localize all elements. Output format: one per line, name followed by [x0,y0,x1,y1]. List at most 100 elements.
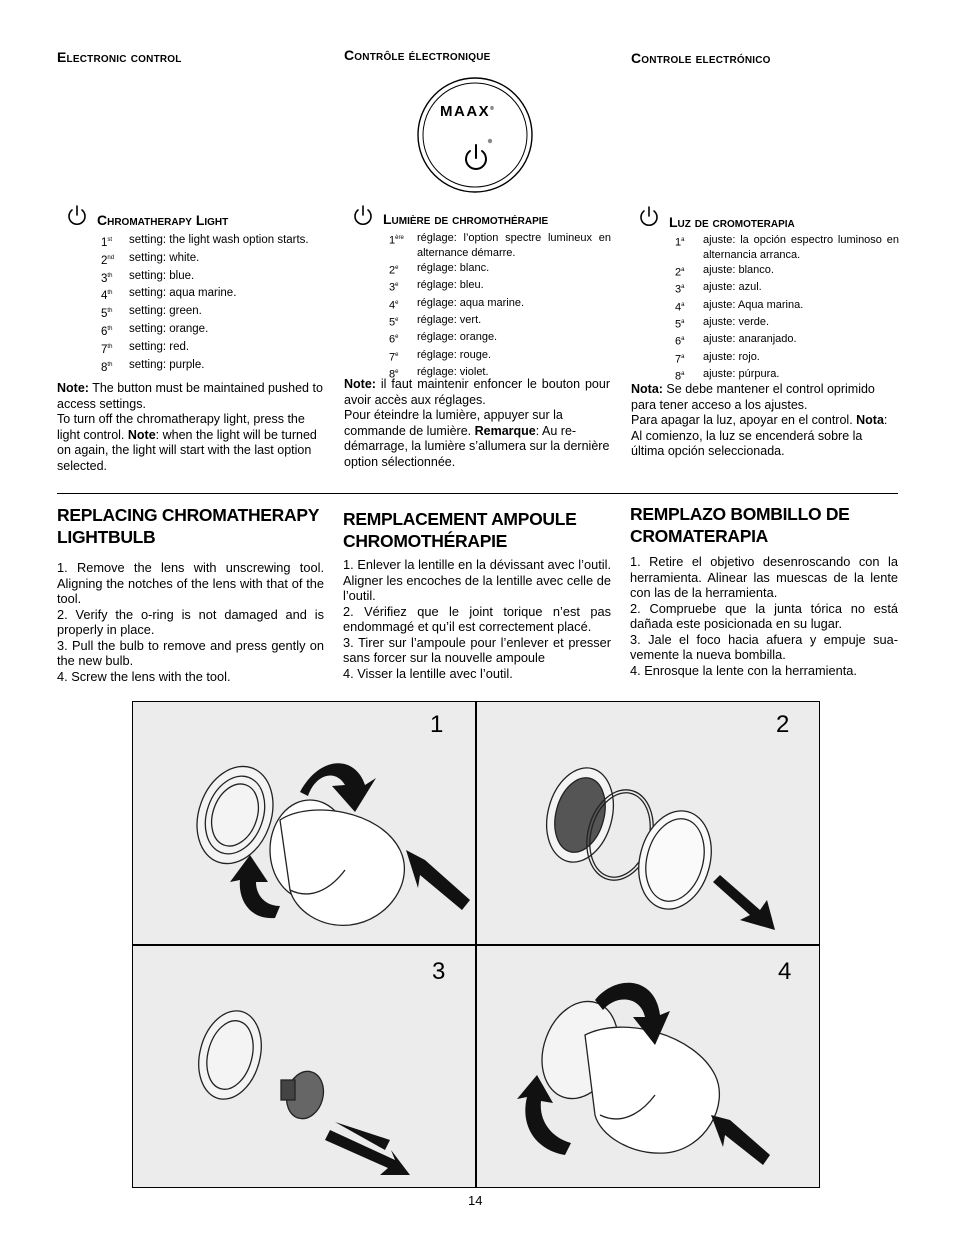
setting-item: 8th setting: purple. [101,358,323,376]
setting-item: 7e réglage: rouge. [389,348,611,365]
setting-text: ajuste: azul. [703,281,762,294]
setting-text: ajuste: Aqua marina. [703,298,804,311]
setting-text: ajuste: anaranjado. [703,333,797,346]
setting-item: 1st setting: the light wash option starts… [101,233,323,251]
setting-text: réglage: l’option spectre lumineux en al… [417,232,611,259]
setting-item: 6a ajuste: anaranjado. [675,332,899,349]
power-icon [638,205,660,227]
setting-number: 5e [389,316,399,329]
replacing-title-fr: REMPLACEMENT AMPOULE CHROMOTHÉRAPIE [343,509,577,551]
setting-item: 3th setting: blue. [101,269,323,287]
step-item: 3. Tirer sur l’ampoule pour l’enlever et… [343,634,611,666]
header-electronic-control-en: Electronic control [57,49,182,65]
header-electronic-control-fr: Contrôle électronique [344,47,491,63]
setting-text: réglage: aqua marine. [417,296,525,309]
setting-text: réglage: blanc. [417,261,490,274]
panel-number: 4 [778,958,792,985]
setting-item: 2nd setting: white. [101,251,323,269]
setting-number: 2a [675,266,685,279]
chromatherapy-note-en: Note: The button must be maintained push… [57,381,323,473]
setting-number: 7th [101,343,113,356]
control-panel-illustration [417,77,533,193]
step-item: 4. Visser la lentille avec l’outil. [343,665,513,681]
lens-removal-illustration [196,763,470,926]
control-panel: MAAX® [416,76,534,194]
setting-number: 1st [101,236,113,249]
setting-item: 5e réglage: vert. [389,313,611,330]
bulb-pull-illustration [198,1010,410,1175]
setting-item: 2a ajuste: blanco. [675,263,899,280]
settings-list-fr: 1ère réglage: l’option spectre lumineux e… [389,231,611,383]
step-item: 2. Compruebe que la junta tórica no está… [630,600,898,632]
setting-number: 2nd [101,254,115,267]
step-item: 2. Vérifiez que le joint torique n’est p… [343,603,611,635]
setting-text: setting: green. [129,305,202,318]
power-icon [352,204,374,226]
setting-text: ajuste: blanco. [703,263,774,276]
setting-item: 7a ajuste: rojo. [675,350,899,367]
setting-text: réglage: bleu. [417,279,484,292]
setting-item: 4e réglage: aqua marine. [389,296,611,313]
lens-install-illustration [517,982,770,1165]
setting-text: ajuste: rojo. [703,350,760,363]
chromatherapy-note-fr: Note: il faut maintenir enfoncer le bout… [344,377,610,469]
setting-text: setting: orange. [129,323,209,336]
setting-number: 2e [389,264,399,277]
section-divider [57,493,898,494]
setting-number: 6th [101,325,113,338]
setting-number: 3e [389,281,399,294]
setting-number: 1a [675,236,685,249]
setting-item: 1ère réglage: l’option spectre lumineux e… [389,231,611,261]
step-item: 1. Retire el objetivo desenroscando con … [630,554,898,600]
step-item: 1. Remove the lens with unscrewing tool.… [57,560,324,606]
setting-text: ajuste: púrpura. [703,368,780,381]
maax-logo: MAAX® [440,103,496,120]
setting-number: 7a [675,353,685,366]
setting-number: 6e [389,334,399,347]
setting-number: 3a [675,283,685,296]
setting-text: réglage: orange. [417,331,498,344]
setting-number: 1ère [389,234,404,247]
setting-number: 8th [101,361,113,374]
replacing-steps-es: 1. Retire el objetivo desenroscando con … [630,554,898,678]
setting-text: setting: purple. [129,358,205,371]
setting-text: setting: blue. [129,269,195,282]
setting-item: 3a ajuste: azul. [675,280,899,297]
setting-text: réglage: rouge. [417,348,491,361]
bulb-oring-illustration [546,767,775,930]
setting-number: 7e [389,351,399,364]
setting-text: réglage: violet. [417,366,489,379]
replacing-title-en: REPLACING CHROMATHERAPY LIGHTBULB [57,505,319,547]
setting-text: setting: white. [129,251,200,264]
setting-item: 2e réglage: blanc. [389,261,611,278]
replacing-steps-fr: 1. Enlever la lentille en la dévissant a… [343,557,611,681]
setting-item: 6th setting: orange. [101,322,323,340]
setting-number: 3th [101,272,113,285]
power-icon [66,204,88,226]
setting-number: 6a [675,336,685,349]
step-item: 4. Screw the lens with the tool. [57,668,231,684]
setting-text: setting: aqua marine. [129,287,237,300]
step-item: 3. Jale el foco hacia afuera y empuje su… [630,631,898,663]
setting-number: 4e [389,299,399,312]
page-number: 14 [468,1193,483,1208]
replacing-title-es: REMPLAZO BOMBILLO DE CROMATERAPIA [630,504,850,546]
setting-item: 6e réglage: orange. [389,330,611,347]
step-item: 3. Pull the bulb to remove and press gen… [57,637,324,669]
setting-text: réglage: vert. [417,313,482,326]
setting-text: setting: the light wash option starts. [129,234,309,246]
panel-number: 2 [776,711,790,738]
chromatherapy-title-fr: Lumière de chromothérapie [383,211,549,227]
setting-item: 4th setting: aqua marine. [101,286,323,304]
step-item: 2. Verify the o-ring is not damaged and … [57,606,324,638]
setting-number: 4th [101,290,113,303]
setting-item: 3e réglage: bleu. [389,278,611,295]
